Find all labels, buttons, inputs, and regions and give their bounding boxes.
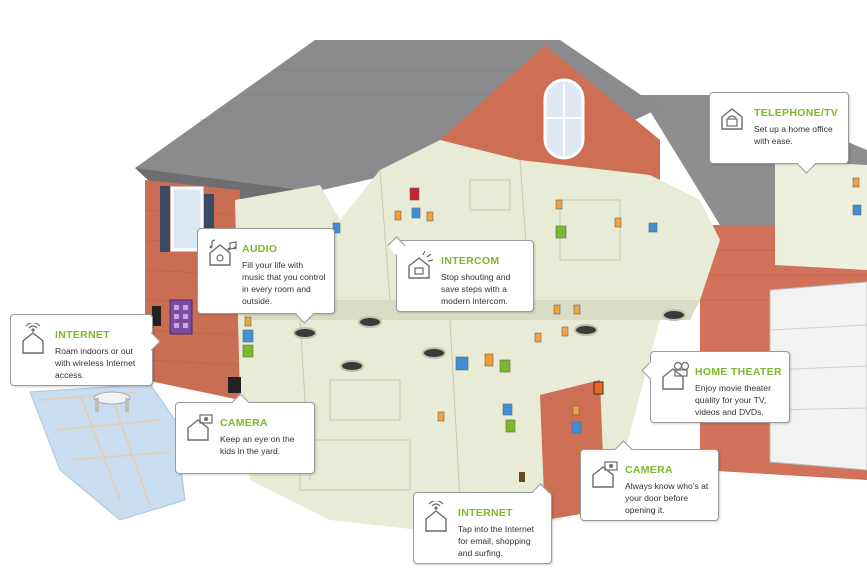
callout-title: INTERNET: [458, 507, 513, 519]
callout-title: AUDIO: [242, 243, 278, 255]
camera-house-icon: [187, 414, 213, 441]
callout-internet-wired: INTERNET Tap into the Internet for email…: [413, 483, 552, 564]
callout-title: CAMERA: [625, 464, 673, 476]
callout-internet-wireless: INTERNET Roam indoors or out with wirele…: [10, 314, 161, 386]
door-camera: [593, 381, 604, 395]
callout-description: Stop shouting and save steps with a mode…: [441, 272, 511, 306]
wireless-internet-icon: [22, 323, 44, 354]
callout-intercom: INTERCOM Stop shouting and save steps wi…: [387, 236, 534, 312]
purple-control-panel: [169, 299, 193, 335]
callout-title: TELEPHONE/TV: [754, 107, 839, 119]
yard-camera: [228, 377, 241, 393]
callout-description: Roam indoors or out with wireless Intern…: [55, 346, 136, 380]
callout-description: Enjoy movie theater quality for your TV,…: [695, 383, 771, 417]
callout-camera-door: CAMERA Always know who's at your door be…: [580, 440, 719, 521]
callout-telephone-tv: TELEPHONE/TV Set up a home office with e…: [709, 92, 849, 174]
callout-title: HOME THEATER: [695, 366, 782, 378]
callout-description: Fill your life with music that you contr…: [242, 260, 326, 306]
theater-house-icon: [662, 361, 690, 390]
callout-title: INTERNET: [55, 329, 110, 341]
telephone-house-icon: [721, 108, 743, 130]
wireless-internet-icon: [425, 501, 447, 532]
callout-home-theater: HOME THEATER Enjoy movie theater quality…: [641, 351, 790, 423]
callout-camera-yard: CAMERA Keep an eye on the kids in the ya…: [175, 393, 315, 474]
callout-description: Set up a home office with ease.: [754, 124, 833, 146]
callout-description: Keep an eye on the kids in the yard.: [220, 434, 295, 456]
ceiling-speakers: [293, 309, 686, 372]
intercom-house-icon: [408, 250, 434, 279]
callout-description: Tap into the Internet for email, shoppin…: [458, 524, 534, 558]
wall-panels: [242, 177, 862, 434]
patio-table: [93, 391, 131, 405]
music-house-icon: [209, 239, 237, 266]
callout-audio: AUDIO Fill your life with music that you…: [197, 228, 335, 324]
callout-description: Always know who's at your door before op…: [625, 481, 709, 515]
camera-house-icon: [592, 461, 618, 488]
callout-title: INTERCOM: [441, 255, 500, 267]
callout-title: CAMERA: [220, 417, 268, 429]
